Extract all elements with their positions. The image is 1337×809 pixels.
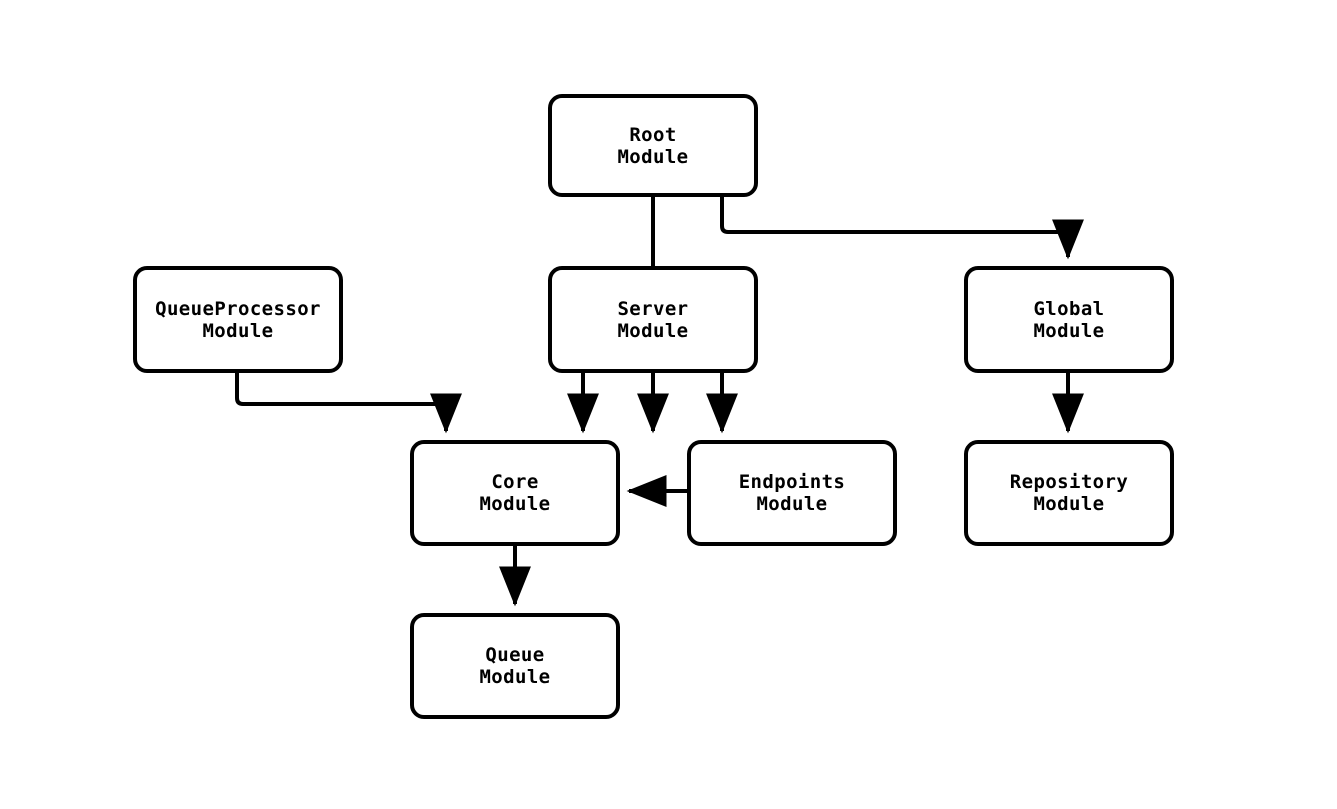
node-server-module[interactable]: Server Module bbox=[548, 266, 758, 373]
node-core-module-line2: Module bbox=[479, 493, 551, 515]
node-root-module-line1: Root bbox=[629, 123, 677, 146]
node-queueprocessor-module-line2: Module bbox=[202, 319, 274, 342]
node-queueprocessor-module[interactable]: QueueProcessor Module bbox=[133, 266, 343, 373]
node-global-module[interactable]: Global Module bbox=[964, 266, 1174, 373]
node-server-module-line2: Module bbox=[617, 319, 689, 342]
edge-queueprocessor-to-core bbox=[235, 373, 462, 434]
node-repository-module-line2: Module bbox=[1033, 493, 1105, 515]
node-root-module-line2: Module bbox=[617, 145, 689, 168]
node-queue-module-line2: Module bbox=[479, 666, 551, 688]
node-root-module[interactable]: Root Module bbox=[548, 94, 758, 197]
node-queue-module[interactable]: Queue Module bbox=[410, 613, 620, 719]
node-endpoints-module-line2: Module bbox=[756, 493, 828, 515]
node-core-module-line1: Core bbox=[491, 471, 539, 493]
node-queueprocessor-module-line1: QueueProcessor bbox=[155, 297, 321, 320]
node-repository-module-line1: Repository bbox=[1009, 471, 1129, 493]
edge-root-to-global bbox=[720, 197, 1084, 260]
node-core-module[interactable]: Core Module bbox=[410, 440, 620, 546]
node-repository-module[interactable]: Repository Module bbox=[964, 440, 1174, 546]
node-global-module-line2: Module bbox=[1033, 319, 1105, 342]
node-endpoints-module-line1: Endpoints bbox=[738, 471, 846, 493]
node-queue-module-line1: Queue bbox=[485, 644, 545, 666]
node-global-module-line1: Global bbox=[1033, 297, 1105, 320]
node-endpoints-module[interactable]: Endpoints Module bbox=[687, 440, 897, 546]
node-server-module-line1: Server bbox=[617, 297, 689, 320]
